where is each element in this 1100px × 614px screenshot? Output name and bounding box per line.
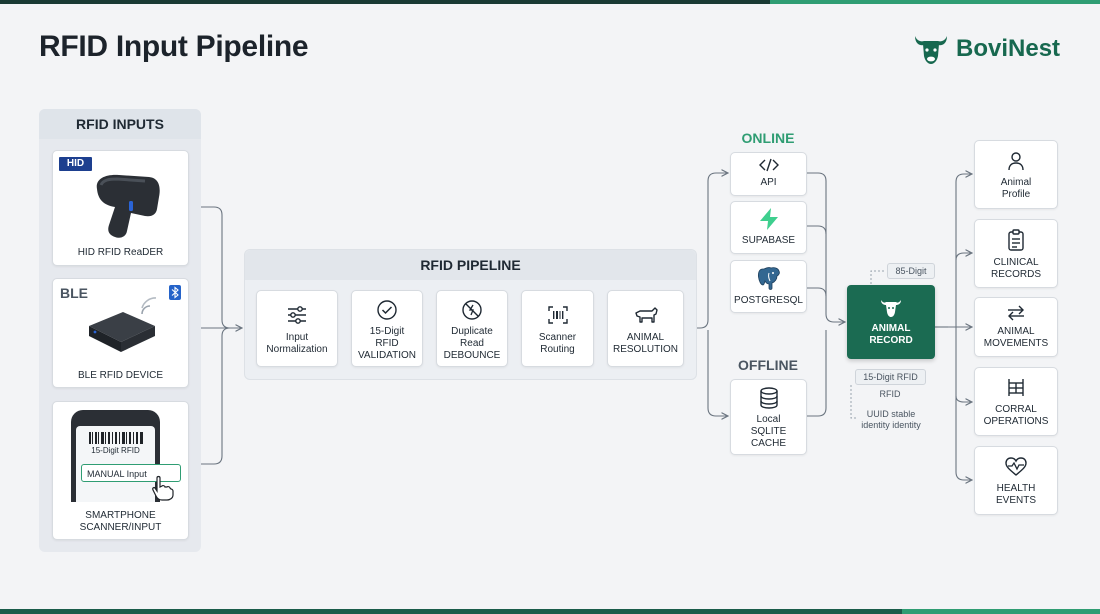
sqlite-line1: Local (756, 414, 781, 425)
step-input-normalization[interactable]: Input Normalization (256, 290, 338, 367)
sliders-icon (288, 306, 306, 324)
animal-record-line1: ANIMAL (871, 323, 911, 334)
output-5-line1: HEALTH (996, 483, 1036, 494)
bluetooth-icon (169, 285, 181, 300)
sqlite-line3: CACHE (750, 438, 786, 449)
step-duplicate-debounce[interactable]: Duplicate Read DEBOUNCE (436, 290, 508, 367)
online-api-card[interactable]: API (730, 152, 807, 196)
step-4-line1: Scanner (538, 332, 577, 343)
step-3-line2: Read (460, 338, 484, 349)
top-accent-bar (0, 0, 1100, 4)
output-animal-profile[interactable]: Animal Profile (974, 140, 1058, 209)
scan-barcode-icon (547, 306, 568, 324)
bottom-accent-bar (0, 609, 1100, 614)
step-1-line1: Input (285, 332, 309, 343)
ble-badge: BLE (60, 285, 88, 301)
output-1-line2: Profile (1001, 189, 1031, 200)
brand-name: BoviNest (956, 35, 1061, 62)
manual-input-field[interactable]: MANUAL Input (81, 464, 181, 482)
output-5-line2: EVENTS (995, 495, 1036, 506)
online-postgresql-card[interactable]: POSTGRESQL (730, 260, 807, 313)
step-animal-resolution[interactable]: ANIMAL RESOLUTION (607, 290, 684, 367)
rfid-inputs-header: RFID INPUTS (39, 109, 201, 139)
check-circle-icon (377, 300, 397, 320)
code-icon (758, 158, 779, 172)
offline-label: OFFLINE (738, 357, 798, 373)
uuid-note-line1: UUID stable (866, 409, 916, 419)
animal-record-card[interactable]: ANIMAL RECORD (847, 285, 935, 359)
user-icon (1008, 152, 1024, 171)
cow-logo-icon (915, 36, 947, 64)
hid-rfid-reader-card[interactable]: HID HID RFID ReaDER (52, 150, 189, 266)
ble-reader-device-icon (89, 312, 155, 352)
smartphone-rfid-text: 15-Digit RFID (91, 446, 140, 455)
rfid-sub-label: RFID (879, 389, 901, 399)
offline-sqlite-cache-card[interactable]: Local SQLITE CACHE (730, 379, 807, 455)
smartphone-scanner-card[interactable]: 15-Digit RFID MANUAL Input SMARTPHONE SC… (52, 401, 189, 540)
output-4-line2: OPERATIONS (983, 416, 1049, 427)
supabase-label: SUPABASE (741, 235, 796, 246)
step-3-line1: Duplicate (451, 326, 493, 337)
step-2-line3: VALIDATION (358, 350, 416, 361)
step-4-line2: Routing (540, 344, 575, 355)
pointer-hand-icon (152, 475, 174, 501)
output-1-line1: Animal (1000, 177, 1032, 188)
clipboard-icon (1008, 229, 1024, 251)
swap-arrows-icon (1008, 305, 1024, 321)
no-duplicate-icon (462, 300, 482, 320)
uuid-note-line2: identity identity (861, 420, 921, 430)
output-4-line1: CORRAL (995, 404, 1037, 415)
sqlite-line2: SQLITE (750, 426, 787, 437)
output-3-line2: MOVEMENTS (983, 338, 1049, 349)
database-icon (759, 387, 778, 409)
postgresql-elephant-icon (757, 267, 780, 290)
brand-logo: BoviNest (912, 32, 1072, 66)
output-3-line1: ANIMAL (997, 326, 1035, 337)
animal-record-line2: RECORD (869, 335, 913, 346)
digit-tag-top: 85-Digit (887, 263, 935, 279)
output-2-line1: CLINICAL (993, 257, 1039, 268)
online-supabase-card[interactable]: SUPABASE (730, 201, 807, 254)
step-rfid-validation[interactable]: 15-Digit RFID VALIDATION (351, 290, 423, 367)
ble-rfid-device-card[interactable]: BLE BLE RFID DEVICE (52, 278, 189, 388)
hid-rfid-reader-label: HID RFID ReaDER (77, 247, 164, 258)
page-title: RFID Input Pipeline (39, 30, 309, 63)
output-health-events[interactable]: HEALTH EVENTS (974, 446, 1058, 515)
signal-waves-icon (141, 297, 157, 315)
postgresql-label: POSTGRESQL (734, 295, 803, 306)
step-1-line2: Normalization (266, 344, 328, 355)
step-scanner-routing[interactable]: Scanner Routing (521, 290, 594, 367)
online-label: ONLINE (741, 130, 795, 146)
output-2-line2: RECORDS (990, 269, 1041, 280)
supabase-bolt-icon (759, 208, 778, 230)
rfid-digit-tag-bottom: 15-Digit RFID (855, 369, 926, 385)
smartphone-label-line2: SCANNER/INPUT (79, 522, 162, 533)
step-3-line3: DEBOUNCE (443, 350, 501, 361)
step-5-line1: ANIMAL (626, 332, 665, 343)
output-corral-operations[interactable]: CORRAL OPERATIONS (974, 367, 1058, 436)
step-5-line2: RESOLUTION (612, 344, 678, 355)
smartphone-label-line1: SMARTPHONE (85, 510, 156, 521)
cow-icon (634, 307, 658, 323)
ble-rfid-device-label: BLE RFID DEVICE (77, 370, 164, 381)
hid-badge: HID (59, 157, 92, 171)
corral-fence-icon (1008, 379, 1024, 396)
output-clinical-records[interactable]: CLINICAL RECORDS (974, 219, 1058, 288)
handheld-scanner-icon (96, 174, 160, 238)
cow-head-icon (881, 300, 901, 317)
step-2-line1: 15-Digit (369, 326, 405, 337)
barcode-icon (89, 432, 143, 444)
output-animal-movements[interactable]: ANIMAL MOVEMENTS (974, 297, 1058, 357)
step-2-line2: RFID (375, 338, 399, 349)
api-label: API (760, 177, 777, 188)
rfid-pipeline-header: RFID PIPELINE (245, 250, 696, 280)
smartphone-frame: 15-Digit RFID (71, 410, 160, 502)
heart-pulse-icon (1005, 457, 1027, 476)
